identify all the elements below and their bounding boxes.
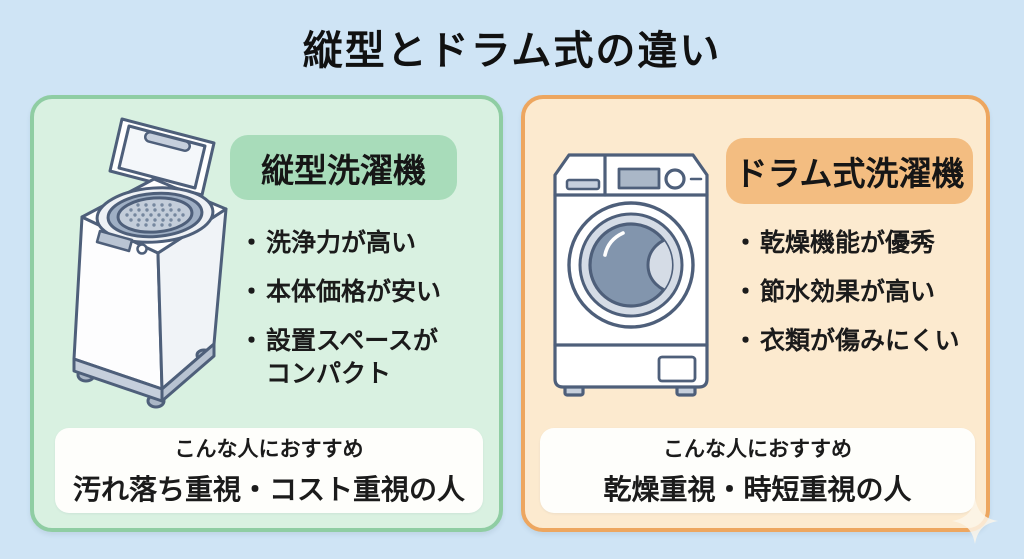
recommend-text: 汚れ落ち重視・コスト重視の人 xyxy=(72,474,465,505)
drum-washer-badge: ドラム式洗濯機 xyxy=(726,138,973,204)
recommend-label: こんな人におすすめ xyxy=(663,438,852,461)
top-load-washer-icon xyxy=(72,117,228,409)
vertical-washer-recommend-box: こんな人におすすめ 汚れ落ち重視・コスト重視の人 xyxy=(55,428,483,513)
drum-dots xyxy=(125,203,185,227)
panel-vertical-washer: 縦型洗濯機 洗浄力が高い 本体価格が安い 設置スペースがコンパクト こんな人にお… xyxy=(30,95,503,532)
front-load-washer-icon xyxy=(553,153,709,397)
feature-item: 本体価格が安い xyxy=(239,276,456,309)
recommend-text: 乾燥重視・時短重視の人 xyxy=(603,474,912,505)
drum-washer-recommend-box: こんな人におすすめ 乾燥重視・時短重視の人 xyxy=(540,428,975,513)
feature-item: 衣類が傷みにくい xyxy=(733,325,994,358)
vertical-washer-badge: 縦型洗濯機 xyxy=(230,135,457,200)
sparkle-icon xyxy=(952,498,998,544)
page-title: 縦型とドラム式の違い xyxy=(302,29,722,73)
vertical-washer-features: 洗浄力が高い 本体価格が安い 設置スペースがコンパクト xyxy=(239,227,456,407)
feature-item: 設置スペースがコンパクト xyxy=(239,325,456,391)
feature-item: 乾燥機能が優秀 xyxy=(733,227,994,260)
drum-washer-features: 乾燥機能が優秀 節水効果が高い 衣類が傷みにくい xyxy=(733,227,994,374)
panel-drum-washer: ドラム式洗濯機 乾燥機能が優秀 節水効果が高い 衣類が傷みにくい こんな人におす… xyxy=(521,95,998,544)
recommend-label: こんな人におすすめ xyxy=(174,438,364,461)
feature-item: 節水効果が高い xyxy=(733,276,994,309)
feature-item: 洗浄力が高い xyxy=(239,227,456,260)
